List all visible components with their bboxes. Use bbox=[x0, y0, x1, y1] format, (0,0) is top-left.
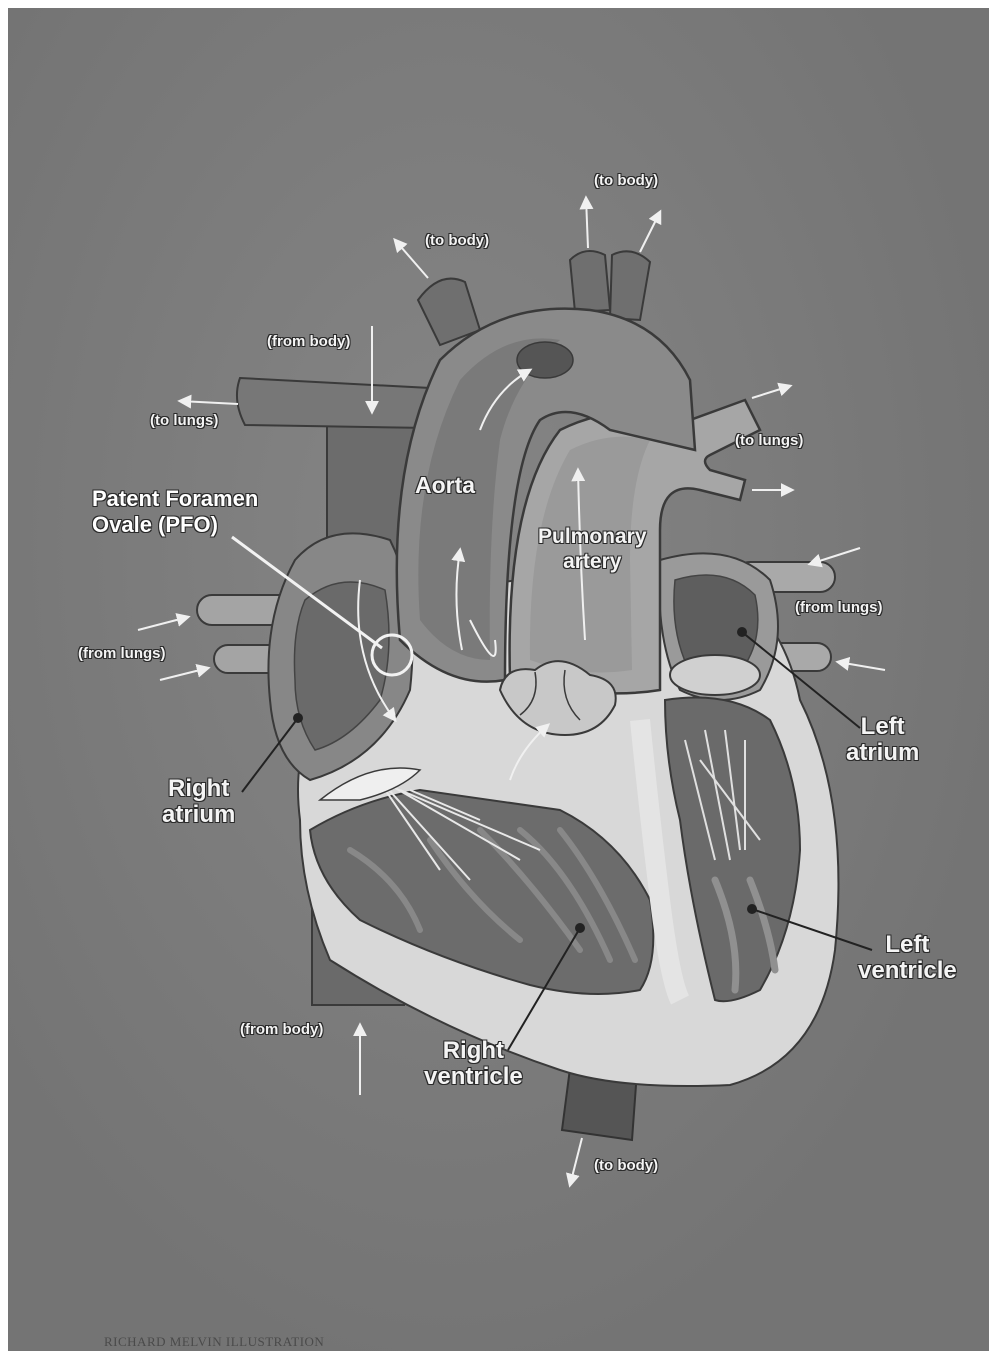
diagram-background bbox=[8, 8, 989, 1351]
label-left-ventricle: Left ventricle bbox=[858, 932, 957, 984]
label-to-body-bottom: (to body) bbox=[594, 1157, 658, 1174]
heart-illustration bbox=[8, 8, 989, 1351]
label-from-lungs-left: (from lungs) bbox=[78, 645, 166, 662]
label-right-atrium-line1: Right bbox=[162, 776, 235, 802]
illustration-credit: RICHARD MELVIN ILLUSTRATION bbox=[104, 1334, 324, 1350]
label-to-body-top: (to body) bbox=[594, 172, 658, 189]
label-pulmonary-artery-line2: artery bbox=[538, 549, 647, 574]
label-pulmonary-artery: Pulmonary artery bbox=[538, 524, 647, 574]
pulmonary-branch-left bbox=[237, 378, 430, 428]
label-right-ventricle-line1: Right bbox=[424, 1038, 523, 1064]
aortic-branch-subclavian bbox=[610, 251, 650, 320]
label-pfo: Patent Foramen Ovale (PFO) bbox=[92, 486, 258, 538]
label-right-ventricle-line2: ventricle bbox=[424, 1064, 523, 1090]
label-pfo-line1: Patent Foramen bbox=[92, 486, 258, 512]
label-left-ventricle-line1: Left bbox=[858, 932, 957, 958]
label-left-atrium: Left atrium bbox=[846, 714, 919, 766]
label-to-lungs-left: (to lungs) bbox=[150, 412, 218, 429]
label-from-body-top: (from body) bbox=[267, 333, 350, 350]
label-right-atrium: Right atrium bbox=[162, 776, 235, 828]
label-from-body-bottom: (from body) bbox=[240, 1021, 323, 1038]
label-left-atrium-line1: Left bbox=[846, 714, 919, 740]
label-to-lungs-right: (to lungs) bbox=[735, 432, 803, 449]
label-pfo-line2: Ovale (PFO) bbox=[92, 512, 258, 538]
mitral-valve bbox=[670, 655, 760, 695]
label-right-ventricle: Right ventricle bbox=[424, 1038, 523, 1090]
label-aorta: Aorta bbox=[415, 472, 475, 498]
label-right-atrium-line2: atrium bbox=[162, 802, 235, 828]
aortic-branch-carotid bbox=[570, 251, 610, 312]
label-from-lungs-right: (from lungs) bbox=[795, 599, 883, 616]
label-left-ventricle-line2: ventricle bbox=[858, 958, 957, 984]
label-pulmonary-artery-line1: Pulmonary bbox=[538, 524, 647, 549]
label-left-atrium-line2: atrium bbox=[846, 740, 919, 766]
label-to-body-arch: (to body) bbox=[425, 232, 489, 249]
